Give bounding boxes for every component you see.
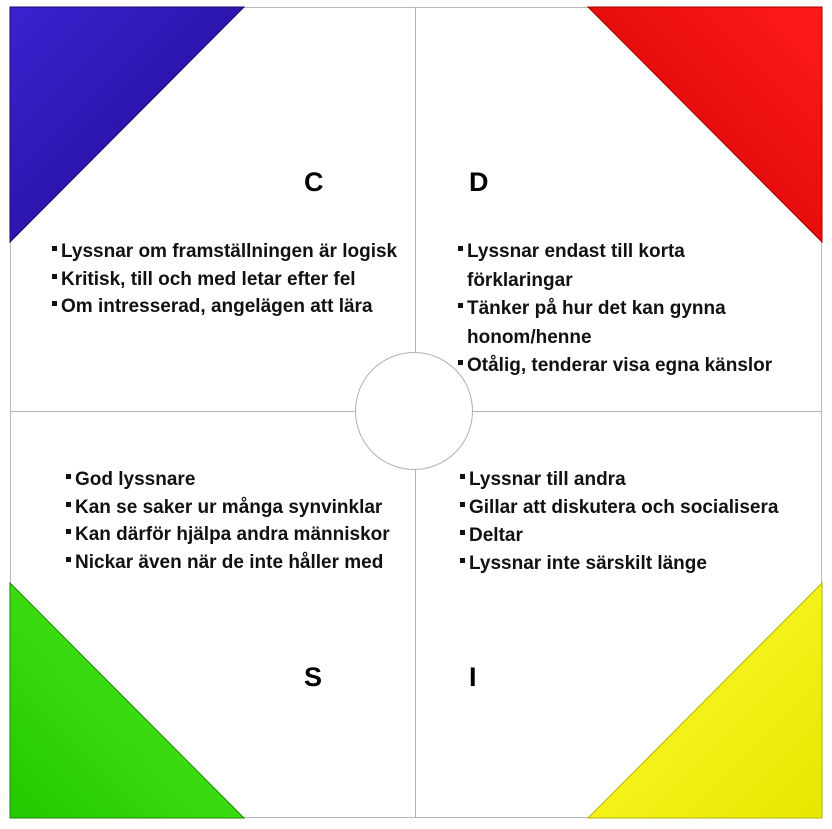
letter-c: C bbox=[304, 167, 324, 197]
list-item: Lyssnar till andra bbox=[460, 466, 805, 494]
c-corner-triangle bbox=[9, 6, 246, 244]
d-corner-triangle bbox=[586, 6, 823, 244]
i-corner-triangle bbox=[586, 581, 823, 819]
list-item: Gillar att diskutera och socialisera bbox=[460, 494, 805, 522]
letter-i: I bbox=[469, 662, 477, 692]
s-corner-triangle bbox=[9, 581, 246, 819]
list-item: Tänker på hur det kan gynna honom/henne bbox=[458, 295, 757, 352]
s-trait-list: God lyssnare Kan se saker ur många synvi… bbox=[66, 466, 416, 576]
list-item: God lyssnare bbox=[66, 466, 416, 494]
d-trait-list: Lyssnar endast till korta förklaringar T… bbox=[458, 238, 803, 381]
list-item: Lyssnar endast till korta förklaringar bbox=[458, 238, 707, 295]
list-item: Nickar även när de inte håller med bbox=[66, 549, 416, 577]
center-circle bbox=[355, 352, 473, 470]
list-item: Kan därför hjälpa andra människor bbox=[66, 521, 416, 549]
i-trait-list: Lyssnar till andra Gillar att diskutera … bbox=[460, 466, 805, 578]
list-item: Kan se saker ur många synvinklar bbox=[66, 494, 416, 522]
list-item: Otålig, tenderar visa egna känslor bbox=[458, 352, 803, 381]
list-item: Deltar bbox=[460, 522, 805, 550]
list-item: Lyssnar inte särskilt länge bbox=[460, 550, 805, 578]
letter-s: S bbox=[304, 662, 323, 692]
list-item: Om intresserad, angelägen att lära bbox=[52, 293, 417, 321]
list-item: Lyssnar om framställningen är logisk bbox=[52, 238, 417, 266]
c-trait-list: Lyssnar om framställningen är logisk Kri… bbox=[52, 238, 417, 321]
list-item: Kritisk, till och med letar efter fel bbox=[52, 266, 417, 294]
letter-d: D bbox=[469, 167, 489, 197]
